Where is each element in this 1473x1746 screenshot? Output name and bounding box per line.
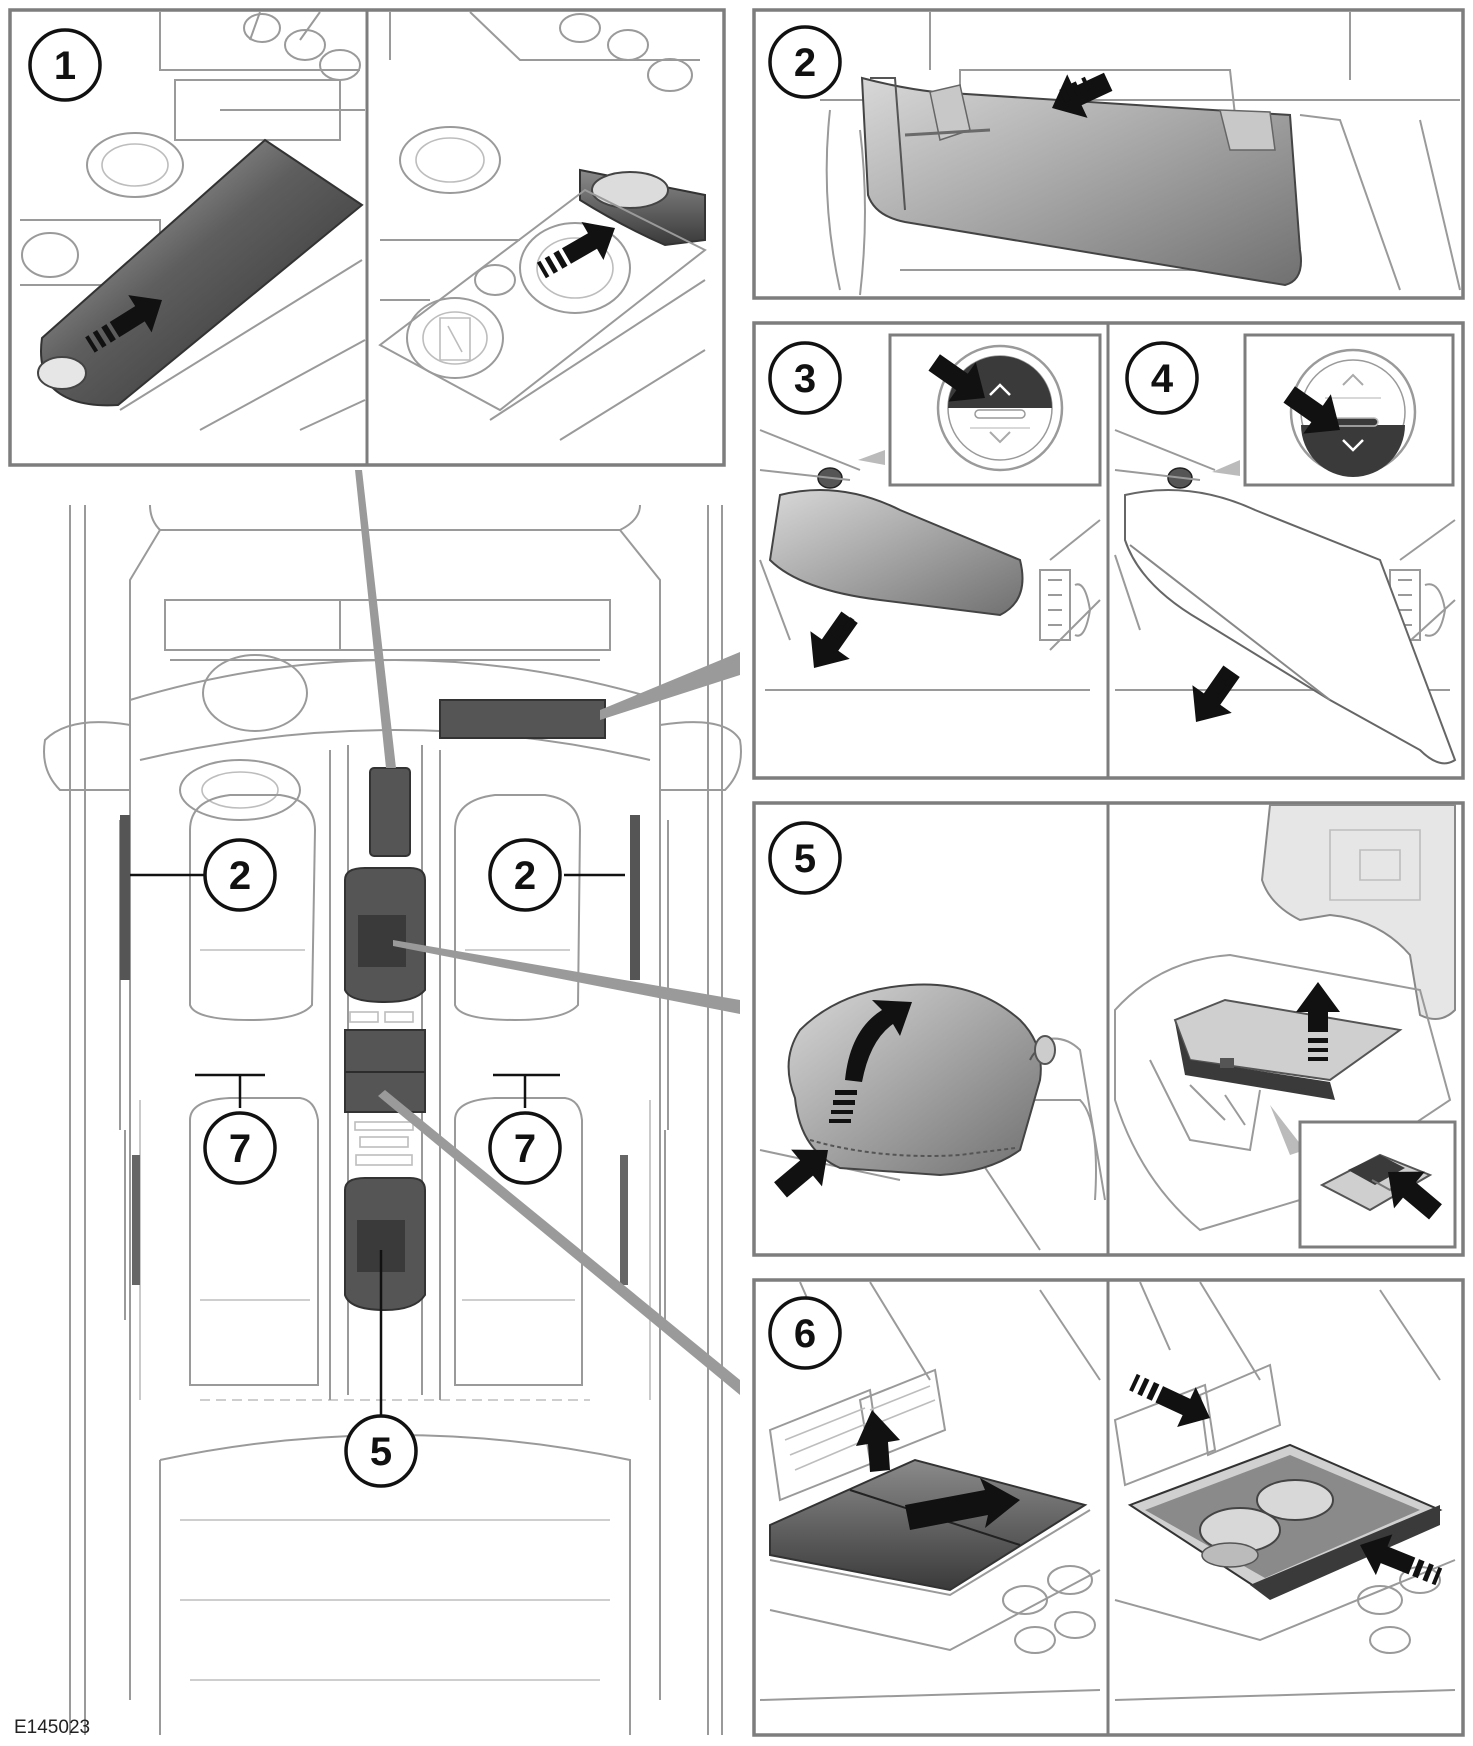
- callout-right-front-label: 2: [514, 854, 536, 898]
- callout-1-label: 1: [54, 44, 76, 88]
- callout-5-label: 5: [794, 837, 816, 881]
- panel-1: 1: [8, 8, 726, 467]
- callout-circle-rear-console: [344, 1414, 418, 1488]
- car-callouts: 2 2 7 7 5: [203, 838, 562, 1488]
- callout-circle-3: [768, 341, 842, 415]
- callout-circle-left-front: [203, 838, 277, 912]
- panel-5: 5: [752, 801, 1465, 1257]
- leader-lines: [355, 470, 740, 1395]
- callout-circle-6: [768, 1296, 842, 1370]
- callout-right-seat-label: 7: [514, 1127, 536, 1171]
- callout-circle-5: [768, 821, 842, 895]
- panel-3: 3: [759, 333, 1102, 691]
- callout-4-label: 4: [1151, 357, 1174, 401]
- callout-left-seat-label: 7: [229, 1127, 251, 1171]
- callout-circle-right-front: [488, 838, 562, 912]
- callout-left-front-label: 2: [229, 854, 251, 898]
- callout-circle-1: [28, 28, 102, 102]
- callout-circle-2: [768, 25, 842, 99]
- lift-arrow-icon: [1296, 982, 1340, 1061]
- callout-2-label: 2: [794, 41, 816, 85]
- panel-2: 2: [752, 8, 1465, 300]
- callout-circle-4: [1125, 341, 1199, 415]
- car-top-view: [43, 504, 742, 1735]
- open-arrow-icon: [856, 1410, 1020, 1530]
- callout-circle-left-seat: [203, 1111, 277, 1185]
- lift-arrow-icon: [829, 1000, 912, 1123]
- figure-code: E145023: [14, 1717, 90, 1738]
- callout-circle-right-seat: [488, 1111, 562, 1185]
- callout-3-label: 3: [794, 357, 816, 401]
- callout-6-label: 6: [794, 1312, 816, 1356]
- panel-6: 6: [752, 1278, 1465, 1737]
- panel-4: 4: [1114, 333, 1457, 765]
- panel-3-4: 3 4: [752, 321, 1465, 780]
- callout-rear-console-label: 5: [370, 1430, 392, 1474]
